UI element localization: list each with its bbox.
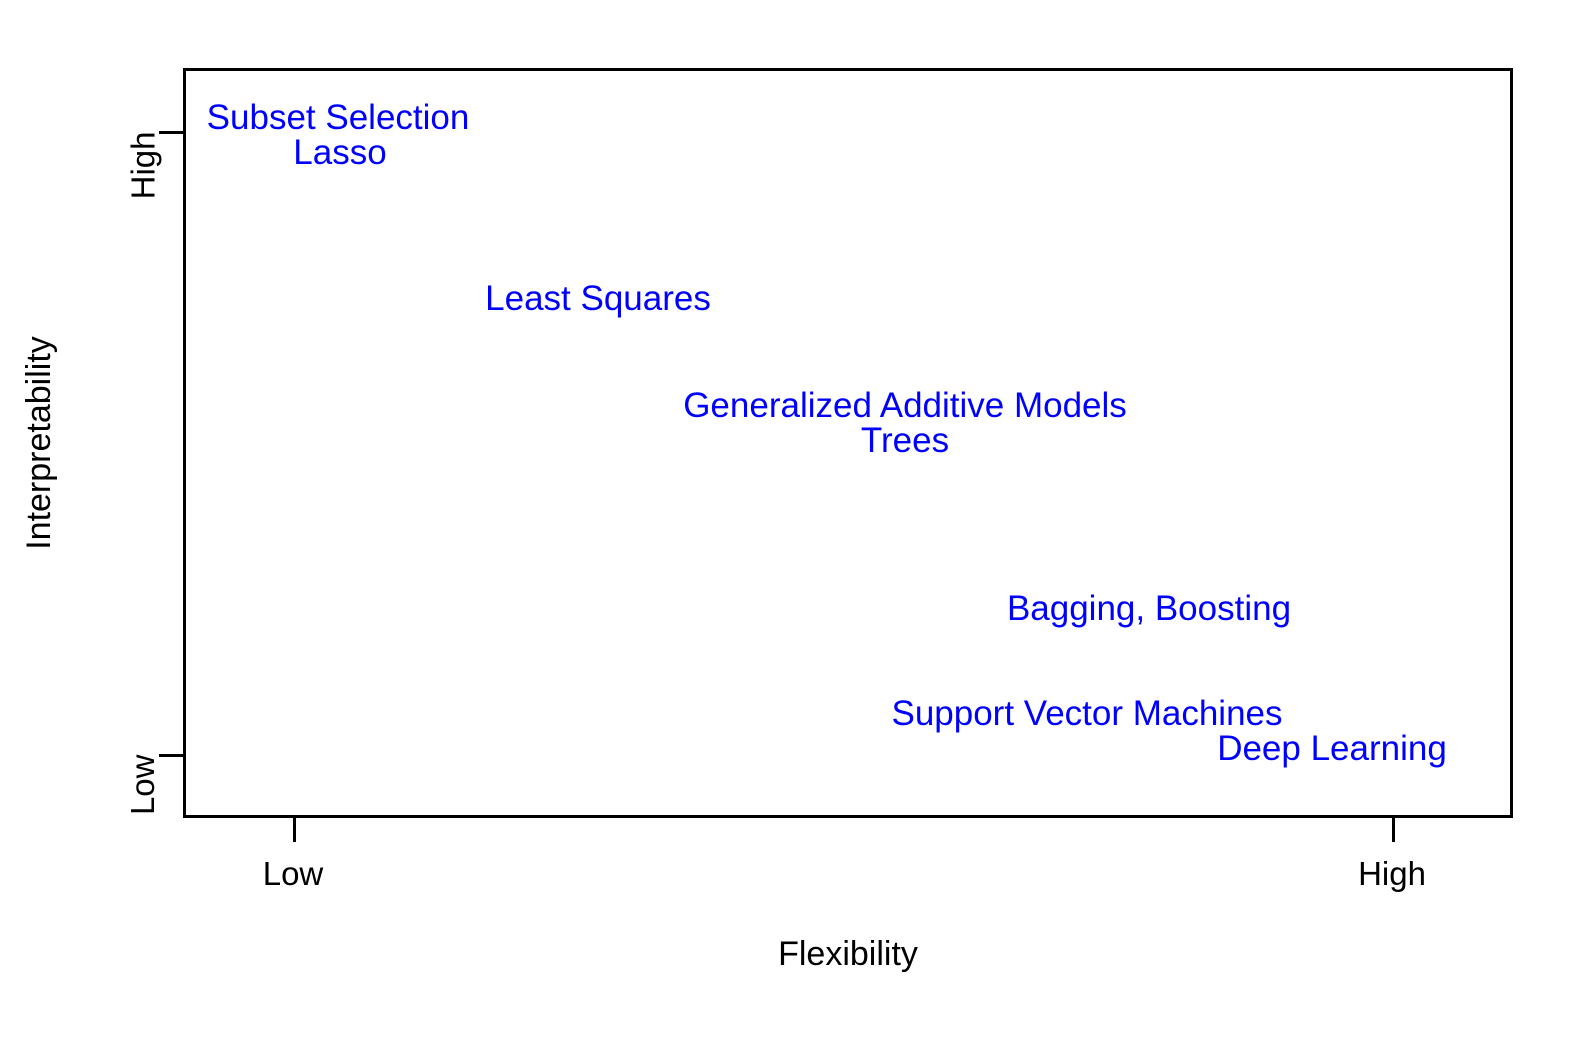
y-tick-label-low: Low: [124, 754, 162, 816]
x-tick-low-mark: [293, 818, 296, 842]
method-label-bagging-boosting: Bagging, Boosting: [1006, 589, 1292, 628]
method-label-generalized-additive-models: Generalized Additive Models: [683, 386, 1127, 425]
method-label-least-squares: Least Squares: [485, 279, 711, 318]
method-label-lasso: Lasso: [293, 133, 387, 172]
x-axis-title: Flexibility: [778, 935, 918, 973]
method-label-subset-selection: Subset Selection: [206, 98, 470, 137]
y-tick-high-mark: [159, 131, 183, 134]
x-tick-label-high: High: [1358, 855, 1426, 892]
method-label-support-vector-machines: Support Vector Machines: [891, 694, 1283, 733]
x-tick-high-mark: [1392, 818, 1395, 842]
method-label-trees: Trees: [860, 421, 950, 460]
x-tick-label-low: Low: [262, 855, 324, 892]
y-tick-label-high: High: [124, 131, 162, 200]
y-axis-title: Interpretability: [20, 336, 58, 550]
y-tick-low-mark: [159, 754, 183, 757]
method-label-deep-learning: Deep Learning: [1217, 729, 1447, 768]
plot-frame: [183, 68, 1513, 818]
